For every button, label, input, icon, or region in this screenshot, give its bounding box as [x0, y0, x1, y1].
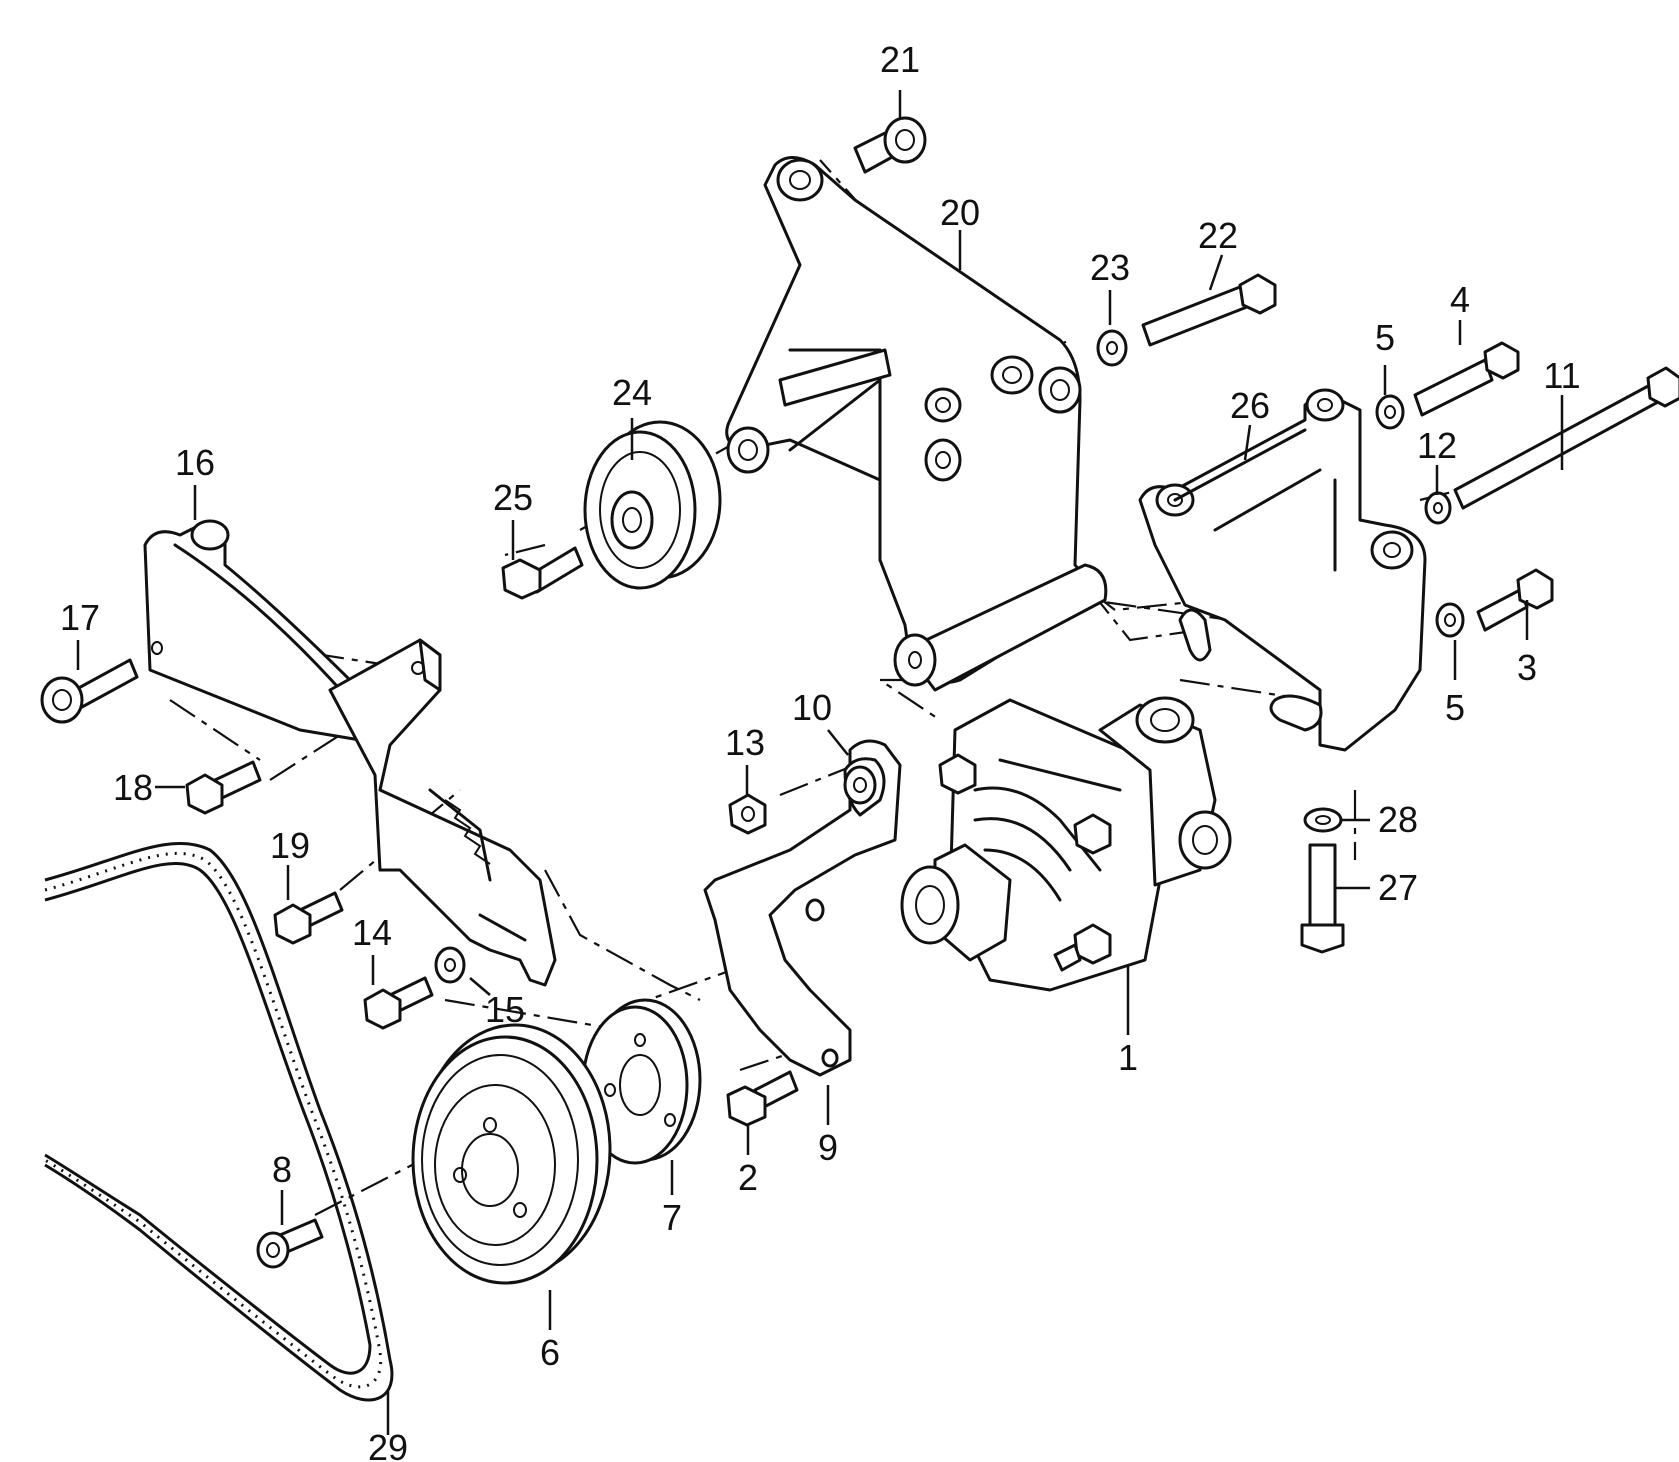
- bolt-11: [1453, 366, 1679, 510]
- label-16: 16: [175, 442, 215, 483]
- label-1: 1: [1118, 1037, 1138, 1078]
- label-13: 13: [725, 722, 765, 763]
- bolt-4: [1413, 341, 1520, 417]
- washer-5-lower: [1435, 602, 1465, 638]
- callout-labels: 21 20 23 22 5 4 11 12 3 5 26 28 27 1 24 …: [60, 39, 1581, 1462]
- label-5-bottom: 5: [1445, 687, 1465, 728]
- label-22: 22: [1198, 215, 1238, 256]
- bolt-27: [1300, 843, 1345, 954]
- label-18: 18: [113, 767, 153, 808]
- nut-13: [728, 793, 767, 835]
- label-23: 23: [1090, 247, 1130, 288]
- label-27: 27: [1378, 867, 1418, 908]
- bolt-14: [363, 976, 434, 1030]
- label-29: 29: [368, 1427, 408, 1462]
- bolt-2: [726, 1070, 799, 1127]
- idler-pulley: [583, 420, 722, 590]
- label-21: 21: [880, 39, 920, 80]
- bolt-17: [40, 658, 139, 724]
- label-28: 28: [1378, 799, 1418, 840]
- washer-15: [434, 946, 466, 984]
- label-3: 3: [1517, 647, 1537, 688]
- label-5-top: 5: [1375, 317, 1395, 358]
- label-26: 26: [1230, 385, 1270, 426]
- bolt-22: [1141, 273, 1277, 347]
- bolt-25: [501, 546, 584, 600]
- washer-23: [1096, 329, 1128, 367]
- pump-assembly: [900, 696, 1232, 992]
- label-8: 8: [272, 1149, 292, 1190]
- label-10: 10: [792, 687, 832, 728]
- washer-28: [1303, 807, 1343, 833]
- label-6: 6: [540, 1332, 560, 1373]
- bolt-3: [1476, 568, 1554, 632]
- label-24: 24: [612, 372, 652, 413]
- bolt-19: [273, 891, 344, 945]
- pump-bracket: [703, 739, 902, 1077]
- washer-5-upper: [1375, 394, 1405, 430]
- bracket-hole-top-icon: [776, 158, 824, 202]
- label-14: 14: [352, 912, 392, 953]
- drive-pulley: [411, 1023, 612, 1285]
- label-20: 20: [940, 192, 980, 233]
- leader-lines: [76, 90, 1564, 1435]
- bolt-21: [853, 116, 927, 174]
- mount-bracket-26: [1138, 388, 1427, 752]
- label-17: 17: [60, 597, 100, 638]
- label-19: 19: [270, 825, 310, 866]
- tension-arm-bracket: [328, 638, 557, 987]
- label-25: 25: [493, 477, 533, 518]
- upper-bracket: [725, 156, 1108, 692]
- bolt-8: [256, 1218, 324, 1269]
- poly-v-belt: [44, 841, 394, 1402]
- label-15: 15: [485, 989, 525, 1030]
- bolt-18: [185, 760, 262, 815]
- label-7: 7: [662, 1197, 682, 1238]
- label-2: 2: [738, 1157, 758, 1198]
- left-bracket-16: [143, 519, 362, 742]
- label-11: 11: [1543, 355, 1580, 396]
- label-4: 4: [1450, 279, 1470, 320]
- label-9: 9: [818, 1127, 838, 1168]
- label-12: 12: [1417, 425, 1457, 466]
- washer-12: [1424, 491, 1452, 525]
